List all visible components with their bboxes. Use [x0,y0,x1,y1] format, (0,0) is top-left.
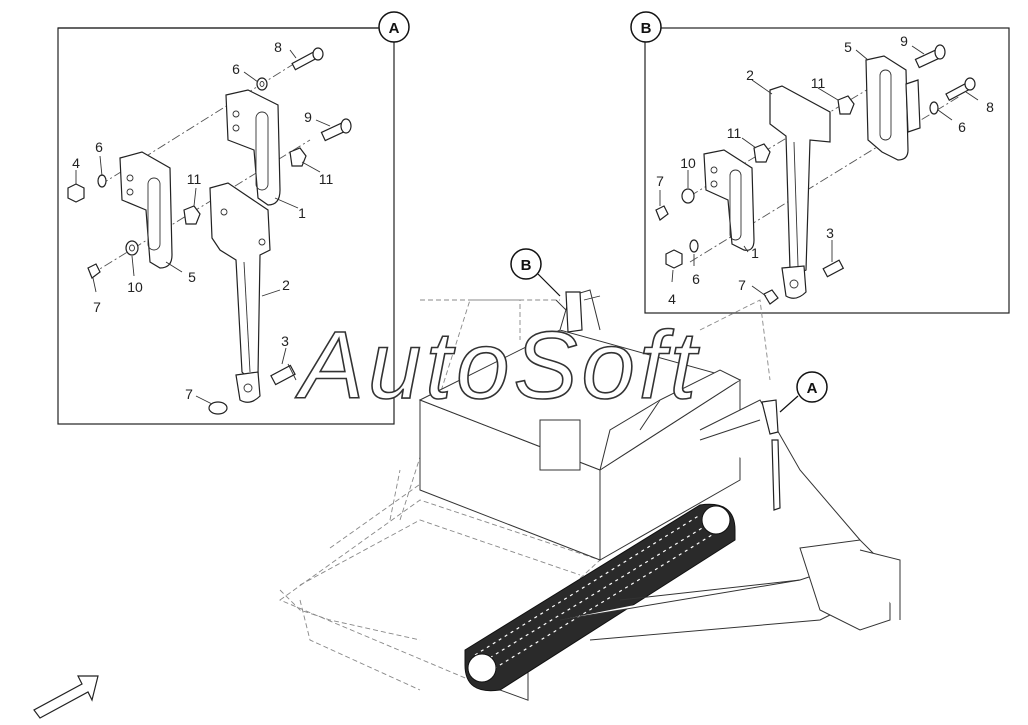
label-b-2: 2 [746,67,754,83]
bracket-b-5 [865,55,921,161]
lock-nut-7-left [87,263,101,279]
watermark: AutoSoft [295,312,700,419]
machine-callout-a: A [779,371,828,413]
washer-6-left [97,174,107,188]
bracket-5 [119,151,173,269]
label-a-9: 9 [304,109,312,125]
label-a-7-left: 7 [93,299,101,315]
pin-b-3 [822,259,845,278]
label-a-11-left: 11 [187,171,202,187]
label-b-7-bottom: 7 [738,277,746,293]
nut-b-4 [665,249,683,269]
bracket-location-b [555,291,601,333]
washer-10 [125,240,139,256]
washer-b-6-left [689,239,699,253]
label-a-6-left: 6 [95,139,103,155]
label-b-11-top: 11 [811,75,826,91]
label-a-10: 10 [127,279,143,295]
bracket-1 [225,89,281,206]
pin-b-9 [914,44,946,69]
label-a-7-bottom: 7 [185,386,193,402]
detail-b-callout-label: B [641,20,652,37]
bracket-b-1 [703,149,755,251]
detail-b-panel: B [630,11,1010,314]
label-b-3: 3 [826,225,834,241]
label-b-8: 8 [986,99,994,115]
detail-a-callout [378,11,410,43]
spacer-11-left [183,205,201,225]
arm-b-2 [769,85,831,299]
label-a-6-upper: 6 [232,61,240,77]
label-b-7-left: 7 [656,173,664,189]
nut-4 [67,183,85,203]
label-a-1: 1 [298,205,306,221]
spacer-b-11-mid [753,143,771,163]
machine-callout-b: B [510,248,561,297]
washer-6-upper [256,77,268,91]
label-a-3: 3 [281,333,289,349]
label-a-2: 2 [282,277,290,293]
arm-2 [209,182,271,403]
label-a-11-right: 11 [319,171,334,187]
label-b-10: 10 [680,155,696,171]
label-b-1: 1 [751,245,759,261]
machine-overview [279,289,901,701]
lock-nut-b-7-left [655,205,669,221]
spacer-11-right [289,147,307,167]
bracket-location-a [761,399,781,511]
spacer-b-11-top [837,95,855,115]
washer-b-10 [681,188,695,204]
label-b-6-right: 6 [958,119,966,135]
direction-arrow-icon [33,675,99,719]
label-b-5: 5 [844,39,852,55]
bolt-8 [291,47,324,71]
label-b-9: 9 [900,33,908,49]
pin-9 [320,118,352,142]
washer-b-6-right [929,101,939,115]
label-a-5: 5 [188,269,196,285]
label-b-11-mid: 11 [727,125,742,141]
svg-text:B: B [521,257,532,274]
label-a-4: 4 [72,155,80,171]
svg-text:A: A [807,380,818,397]
bolt-b-8 [945,77,976,101]
lock-nut-7-bottom [208,401,228,415]
machine-track [464,503,736,692]
detail-a-callout-label: A [389,20,400,37]
lock-nut-b-7-bottom [763,289,779,305]
detail-a-panel: A [57,11,410,425]
label-a-8: 8 [274,39,282,55]
pin-3 [270,363,297,386]
label-b-4: 4 [668,291,676,307]
detail-b-callout [630,11,662,43]
label-b-6-left: 6 [692,271,700,287]
